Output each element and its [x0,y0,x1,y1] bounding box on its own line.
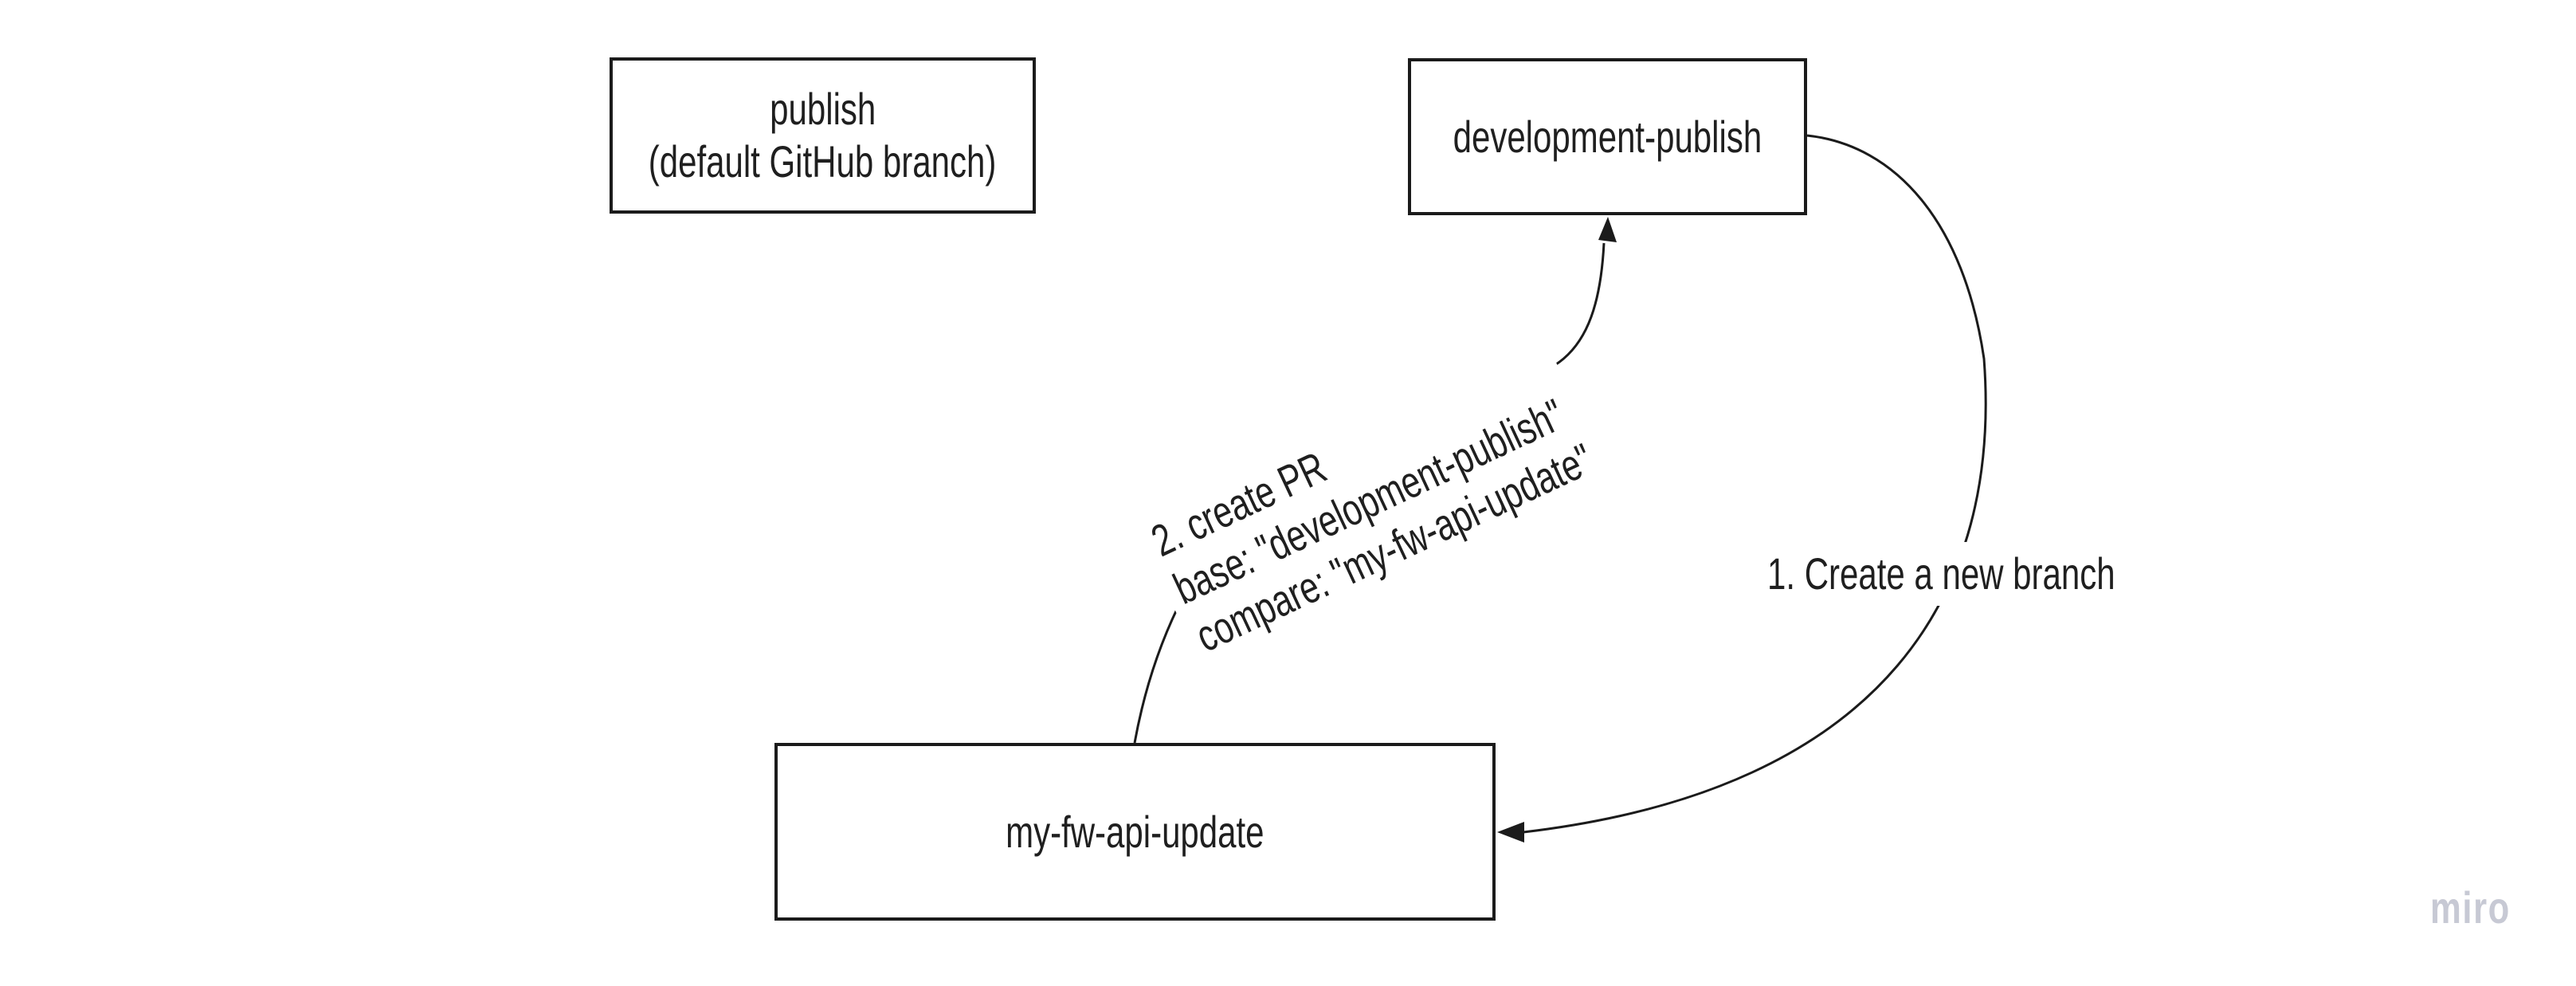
node-my-fw-api-update[interactable]: my-fw-api-update [774,743,1496,921]
node-publish-subtitle: (default GitHub branch) [649,136,997,187]
miro-watermark: miro [2430,882,2511,933]
edge-label-create-branch[interactable]: 1. Create a new branch [1758,542,2125,606]
node-my-fw-api-update-title: my-fw-api-update [1006,806,1264,857]
edge-create-branch-path[interactable] [1523,134,1987,834]
arrowhead-up-icon [1598,217,1617,242]
node-development-publish[interactable]: development-publish [1408,58,1807,215]
node-publish[interactable]: publish (default GitHub branch) [610,57,1036,214]
node-development-publish-title: development-publish [1453,111,1762,162]
arrowhead-left-icon [1497,822,1524,843]
node-publish-title: publish [769,84,876,134]
